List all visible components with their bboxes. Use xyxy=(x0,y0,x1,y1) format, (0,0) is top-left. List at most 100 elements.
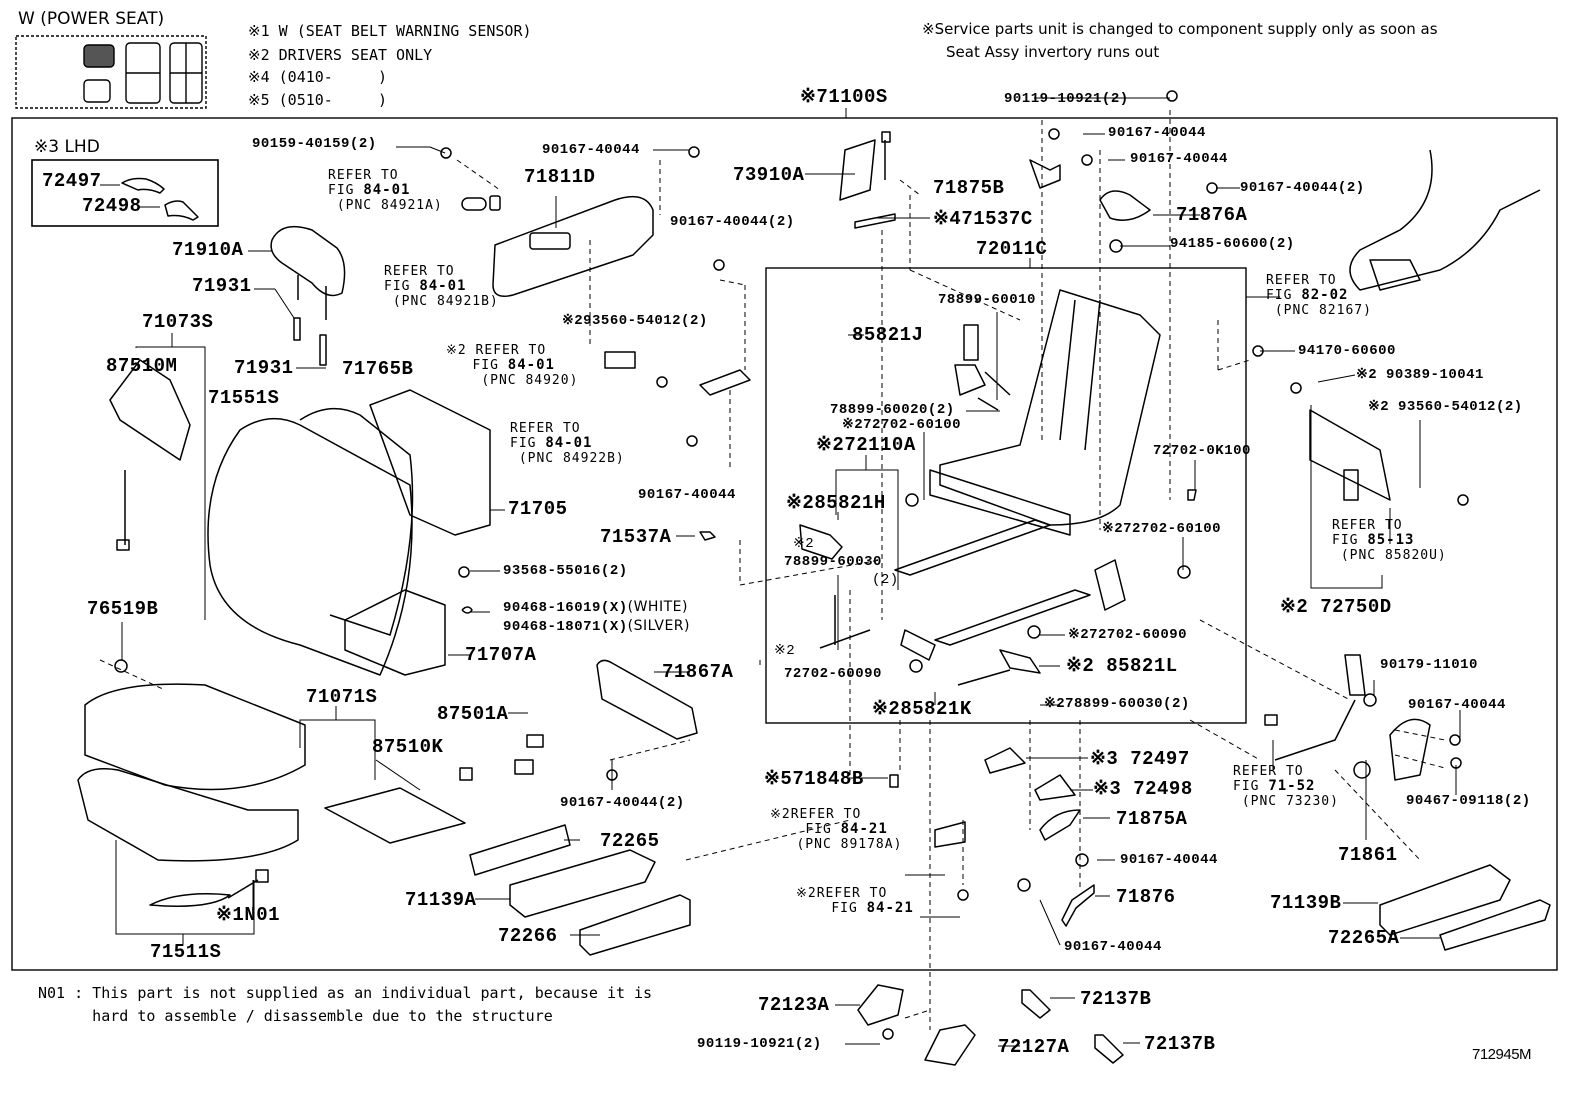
part-label-72011C[interactable]: 72011C xyxy=(976,238,1048,260)
part-label-71100S[interactable]: ※71100S xyxy=(800,86,888,108)
part-label-90119-bottom[interactable]: 90119-10921(2) xyxy=(697,1036,822,1052)
part-label-72702-0K100[interactable]: 72702-0K100 xyxy=(1153,443,1251,459)
part-label-90167-d[interactable]: 90167-40044(2) xyxy=(1240,180,1365,196)
part-label-71765B[interactable]: 71765B xyxy=(342,358,414,380)
part-label-71705[interactable]: 71705 xyxy=(508,498,568,520)
reference-84-21[interactable]: ※2REFER TO FIG 84-21 xyxy=(796,886,914,916)
part-label-85821L[interactable]: ※2 85821L xyxy=(1066,655,1178,677)
ref-line: ※2REFER TO xyxy=(796,886,888,901)
part-label-90389[interactable]: ※2 90389-10041 xyxy=(1356,367,1484,383)
part-number: 90468-18071(X) xyxy=(503,619,628,635)
part-label-90179[interactable]: 90179-11010 xyxy=(1380,657,1478,673)
part-label-87501A[interactable]: 87501A xyxy=(437,703,509,725)
ref-line: FIG xyxy=(805,822,841,837)
part-label-90167-b[interactable]: 90167-40044 xyxy=(1108,125,1206,141)
ref-line: REFER TO xyxy=(510,421,581,436)
part-label-90167-i[interactable]: 90167-40044 xyxy=(1120,852,1218,868)
part-label-71811D[interactable]: 71811D xyxy=(524,166,596,188)
reference-89178A[interactable]: ※2REFER TO FIG 84-21 (PNC 89178A) xyxy=(770,807,902,852)
part-label-72702-60090-b[interactable]: 72702-60090 xyxy=(784,666,882,682)
part-label-90119-top[interactable]: 90119-10921(2) xyxy=(1004,91,1129,107)
part-label-90167-g[interactable]: 90167-40044 xyxy=(1408,697,1506,713)
ref-pnc: (PNC 84922B) xyxy=(518,451,625,466)
part-label-90468-18071[interactable]: 90468-18071(X)(SILVER) xyxy=(503,619,690,634)
part-label-72702-60100-b[interactable]: ※272702-60100 xyxy=(1102,521,1222,537)
part-label-90167-e[interactable]: 90167-40044(2) xyxy=(670,214,795,230)
seat-cushion-sketch xyxy=(84,683,306,791)
footnote-2: ※2 DRIVERS SEAT ONLY xyxy=(248,44,432,66)
part-label-87510K[interactable]: 87510K xyxy=(372,736,444,758)
part-label-90167-f[interactable]: 90167-40044 xyxy=(638,487,736,503)
part-label-72123A[interactable]: 72123A xyxy=(758,994,830,1016)
part-label-93560-b[interactable]: ※2 93560-54012(2) xyxy=(1368,399,1523,415)
part-label-78899-60030-a[interactable]: 78899-60030 xyxy=(784,554,882,570)
ref-line: FIG xyxy=(510,436,546,451)
part-72497-sketch-b xyxy=(984,747,1026,774)
part-label-71931-a[interactable]: 71931 xyxy=(192,275,252,297)
part-label[interactable]: 72498 xyxy=(82,195,142,217)
part-label-73910A[interactable]: 73910A xyxy=(733,164,805,186)
part-label-94170[interactable]: 94170-60600 xyxy=(1298,343,1396,359)
part-label-72497-b[interactable]: ※3 72497 xyxy=(1090,748,1190,770)
part-label-85821J[interactable]: 85821J xyxy=(852,324,924,346)
part-label-94185[interactable]: 94185-60600(2) xyxy=(1170,236,1295,252)
part-label-85821K[interactable]: ※285821K xyxy=(872,698,972,720)
reference-84922B[interactable]: REFER TO FIG 84-01 (PNC 84922B) xyxy=(510,421,625,466)
part-label-72110A[interactable]: ※272110A xyxy=(816,434,916,456)
part-label-76519B[interactable]: 76519B xyxy=(87,598,159,620)
part-label-90167-j[interactable]: 90167-40044 xyxy=(1064,939,1162,955)
reference-84921A[interactable]: REFER TO FIG 84-01 (PNC 84921A) xyxy=(328,168,443,213)
part-label-93560-a[interactable]: ※293560-54012(2) xyxy=(562,313,708,329)
part-label-72750D[interactable]: ※2 72750D xyxy=(1280,596,1392,618)
part-label-72137B-a[interactable]: 72137B xyxy=(1080,988,1152,1010)
part-label-71931-b[interactable]: 71931 xyxy=(234,357,294,379)
part-label-90467[interactable]: 90467-09118(2) xyxy=(1406,793,1531,809)
part-label-71875A[interactable]: 71875A xyxy=(1116,808,1188,830)
part-label-71861[interactable]: 71861 xyxy=(1338,844,1398,866)
part-label-71910A[interactable]: 71910A xyxy=(172,239,244,261)
part-label-71551S[interactable]: 71551S xyxy=(208,387,280,409)
part-label-71707A[interactable]: 71707A xyxy=(465,644,537,666)
part-label-90167-h[interactable]: 90167-40044(2) xyxy=(560,795,685,811)
part-label[interactable]: 72497 xyxy=(42,170,102,192)
part-label-85821H[interactable]: ※285821H xyxy=(786,492,886,514)
ref-line: FIG xyxy=(1266,288,1302,303)
part-label-71867A[interactable]: 71867A xyxy=(662,661,734,683)
part-label-72265[interactable]: 72265 xyxy=(600,830,660,852)
part-label-71876[interactable]: 71876 xyxy=(1116,886,1176,908)
part-label-71875B[interactable]: 71875B xyxy=(933,177,1005,199)
part-label-72127A[interactable]: 72127A xyxy=(998,1036,1070,1058)
reference-82167[interactable]: REFER TO FIG 82-02 (PNC 82167) xyxy=(1266,273,1372,318)
part-label-72137B-b[interactable]: 72137B xyxy=(1144,1033,1216,1055)
part-label-71073S[interactable]: 71073S xyxy=(142,311,214,333)
part-label-72498-b[interactable]: ※3 72498 xyxy=(1093,778,1193,800)
part-label-78899-60020[interactable]: 78899-60020(2) xyxy=(830,402,955,418)
part-label-90167-c[interactable]: 90167-40044 xyxy=(1130,151,1228,167)
reference-85820U[interactable]: REFER TO FIG 85-13 (PNC 85820U) xyxy=(1332,518,1447,563)
part-label-71876A[interactable]: 71876A xyxy=(1176,204,1248,226)
part-label-90468-16019[interactable]: 90468-16019(X)(WHITE) xyxy=(503,600,688,615)
part-label-72266[interactable]: 72266 xyxy=(498,925,558,947)
reference-73230[interactable]: REFER TO FIG 71-52 (PNC 73230) xyxy=(1233,764,1339,809)
part-label-72702-60090-a[interactable]: ※272702-60090 xyxy=(1068,627,1188,643)
part-label-78899-60010[interactable]: 78899-60010 xyxy=(938,292,1036,308)
part-label-72265A[interactable]: 72265A xyxy=(1328,927,1400,949)
ref-pnc: (PNC 84920) xyxy=(481,373,579,388)
reference-84920[interactable]: ※2 REFER TO FIG 84-01 (PNC 84920) xyxy=(446,343,578,388)
footnote-1: ※1 W (SEAT BELT WARNING SENSOR) xyxy=(248,20,532,42)
part-label-71511S[interactable]: 71511S xyxy=(150,941,222,963)
part-label-71071S[interactable]: 71071S xyxy=(306,686,378,708)
part-label-71537A[interactable]: 71537A xyxy=(600,526,672,548)
part-label-71139A[interactable]: 71139A xyxy=(405,889,477,911)
part-label-78899-60030-b[interactable]: ※278899-60030(2) xyxy=(1044,696,1190,712)
part-label-71537C[interactable]: ※471537C xyxy=(933,208,1033,230)
part-label-71139B[interactable]: 71139B xyxy=(1270,892,1342,914)
part-label-72702-60100-a[interactable]: ※272702-60100 xyxy=(842,417,962,433)
part-label-90159[interactable]: 90159-40159(2) xyxy=(252,136,377,152)
part-label-N01[interactable]: ※1N01 xyxy=(216,904,281,926)
part-label-90167-a[interactable]: 90167-40044 xyxy=(542,142,640,158)
reference-84921B[interactable]: REFER TO FIG 84-01 (PNC 84921B) xyxy=(384,264,499,309)
part-label-87510M[interactable]: 87510M xyxy=(106,355,178,377)
part-label-93568[interactable]: 93568-55016(2) xyxy=(503,563,628,579)
part-label-71848B[interactable]: ※571848B xyxy=(764,768,864,790)
